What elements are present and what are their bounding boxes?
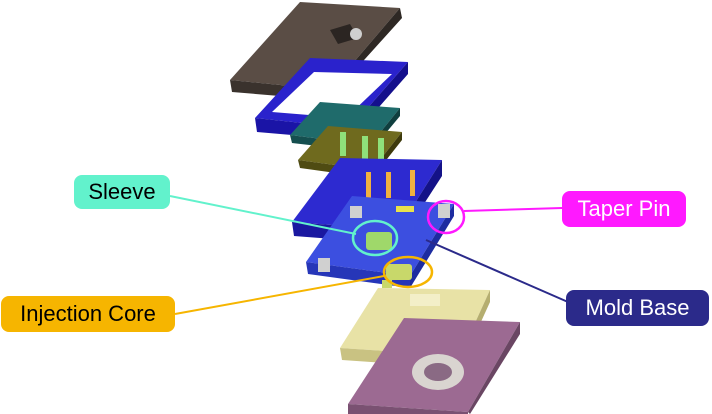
injection-core-part: [382, 264, 412, 288]
taper-pin-leader-line: [463, 207, 563, 212]
taper-pin-label: Taper Pin: [562, 191, 686, 227]
mold-base-label: Mold Base: [566, 290, 709, 326]
sleeve-ring: [351, 219, 399, 257]
mold-base-leader-line: [425, 239, 569, 303]
injection-core-label: Injection Core: [1, 296, 175, 332]
sleeve-leader-line: [169, 195, 357, 235]
bottom-clamp-plate: [348, 318, 520, 414]
injection-core-ring: [382, 255, 434, 289]
sleeve-label: Sleeve: [74, 175, 170, 209]
injection-core-leader-line: [174, 275, 385, 315]
taper-pin-ring: [426, 199, 466, 235]
